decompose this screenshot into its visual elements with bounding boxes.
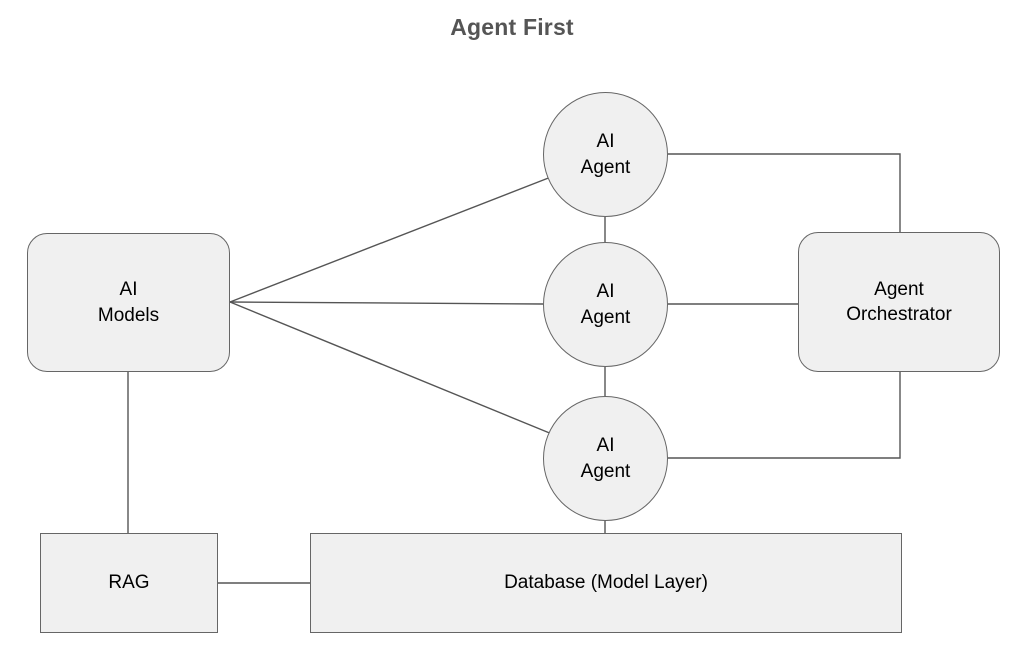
node-ai-agent-top[interactable]: AI Agent bbox=[543, 92, 668, 217]
node-ai-agent-middle[interactable]: AI Agent bbox=[543, 242, 668, 367]
node-agent-orchestrator[interactable]: Agent Orchestrator bbox=[798, 232, 1000, 372]
edge-agent-top-to-orchestrator bbox=[668, 153, 901, 232]
page-title: Agent First bbox=[450, 14, 574, 40]
node-agent-orchestrator-label: Agent Orchestrator bbox=[846, 278, 952, 325]
node-ai-agent-top-label: AI Agent bbox=[580, 131, 631, 178]
node-rag-label: RAG bbox=[108, 572, 150, 594]
edge-ai-models-to-agent-middle bbox=[229, 301, 544, 305]
node-rag[interactable]: RAG bbox=[40, 533, 218, 633]
node-ai-models[interactable]: AI Models bbox=[27, 233, 230, 372]
edge-ai-models-to-agent-top bbox=[229, 176, 552, 303]
node-database[interactable]: Database (Model Layer) bbox=[310, 533, 902, 633]
edge-agent-bottom-to-orchestrator bbox=[668, 372, 901, 459]
node-ai-agent-middle-label: AI Agent bbox=[580, 281, 631, 328]
node-ai-agent-bottom-label: AI Agent bbox=[580, 435, 631, 482]
node-ai-models-label: AI Models bbox=[97, 279, 160, 326]
node-ai-agent-bottom[interactable]: AI Agent bbox=[543, 396, 668, 521]
edge-ai-models-to-agent-bottom bbox=[229, 301, 553, 435]
node-database-label: Database (Model Layer) bbox=[504, 572, 708, 594]
